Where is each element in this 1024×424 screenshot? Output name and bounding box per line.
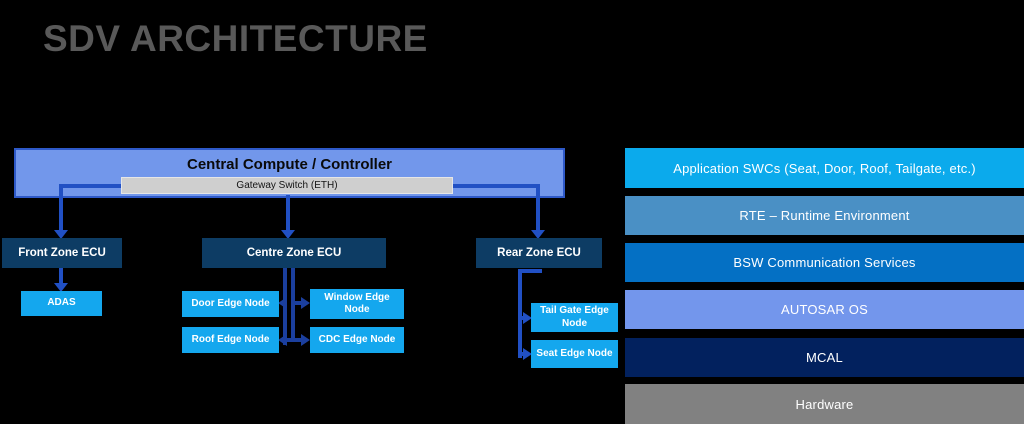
stack-layer-hardware-label: Hardware [795,396,854,412]
rear-zone-ecu-label: Rear Zone ECU [497,247,581,259]
gateway-switch-box: Gateway Switch (ETH) [121,177,453,194]
roof-edge-node-box: Roof Edge Node [182,327,279,353]
door-edge-node-label: Door Edge Node [191,297,270,309]
cdc-edge-node-label: CDC Edge Node [318,333,396,345]
adas-node-label: ADAS [47,297,76,309]
roof-edge-node-label: Roof Edge Node [191,333,270,345]
connector-centre-junction-right [291,268,295,342]
connector-rear-elbow [518,269,542,273]
connector-rear-junction-v [518,269,522,358]
arrowhead-centre-zone [281,230,295,239]
arrowhead-front-zone [54,230,68,239]
rear-zone-ecu-box: Rear Zone ECU [476,238,602,268]
stack-layer-bsw-label: BSW Communication Services [733,255,916,270]
centre-zone-ecu-box: Centre Zone ECU [202,238,386,268]
connector-to-cdc [287,338,302,342]
stack-layer-rte-label: RTE – Runtime Environment [739,208,910,223]
seat-edge-node-box: Seat Edge Node [531,340,618,368]
stack-layer-rte: RTE – Runtime Environment [625,196,1024,235]
stack-layer-hardware: Hardware [625,384,1024,424]
cdc-edge-node-box: CDC Edge Node [310,327,404,353]
arrowhead-roof-node [278,334,287,346]
door-edge-node-box: Door Edge Node [182,291,279,317]
stack-layer-mcal-label: MCAL [806,350,843,365]
tailgate-edge-node-box: Tail Gate Edge Node [531,303,618,332]
arrowhead-door-node [278,297,287,309]
connector-gateway-to-front-h [59,184,121,188]
connector-front-to-adas [59,268,63,283]
window-edge-node-box: Window Edge Node [310,289,404,319]
arrowhead-seat-node [523,348,532,360]
connector-gateway-to-rear-v [536,184,540,230]
connector-gateway-to-centre-v [286,195,290,230]
central-compute-label: Central Compute / Controller [186,156,392,173]
arrowhead-tailgate-node [523,312,532,324]
window-edge-node-label: Window Edge Node [324,291,390,316]
stack-layer-bsw: BSW Communication Services [625,243,1024,282]
connector-gateway-to-rear-h [453,184,540,188]
connector-to-window [295,301,303,305]
stack-layer-mcal: MCAL [625,338,1024,377]
adas-node-box: ADAS [21,291,102,316]
stack-layer-application-swcs: Application SWCs (Seat, Door, Roof, Tail… [625,148,1024,188]
slide-title: SDV ARCHITECTURE [43,18,428,59]
stack-layer-application-swcs-label: Application SWCs (Seat, Door, Roof, Tail… [673,160,976,176]
arrowhead-cdc-node [301,334,310,346]
connector-gateway-to-front-v [59,184,63,230]
seat-edge-node-label: Seat Edge Node [536,347,613,359]
front-zone-ecu-label: Front Zone ECU [18,247,106,259]
front-zone-ecu-box: Front Zone ECU [2,238,122,268]
centre-zone-ecu-label: Centre Zone ECU [246,247,342,259]
arrowhead-adas [54,283,68,292]
gateway-switch-label: Gateway Switch (ETH) [236,180,338,191]
stack-layer-autosar-os: AUTOSAR OS [625,290,1024,329]
arrowhead-window-node [301,297,310,309]
arrowhead-rear-zone [531,230,545,239]
stack-layer-autosar-os-label: AUTOSAR OS [780,302,868,317]
tailgate-edge-node-label: Tail Gate Edge Node [540,305,609,329]
